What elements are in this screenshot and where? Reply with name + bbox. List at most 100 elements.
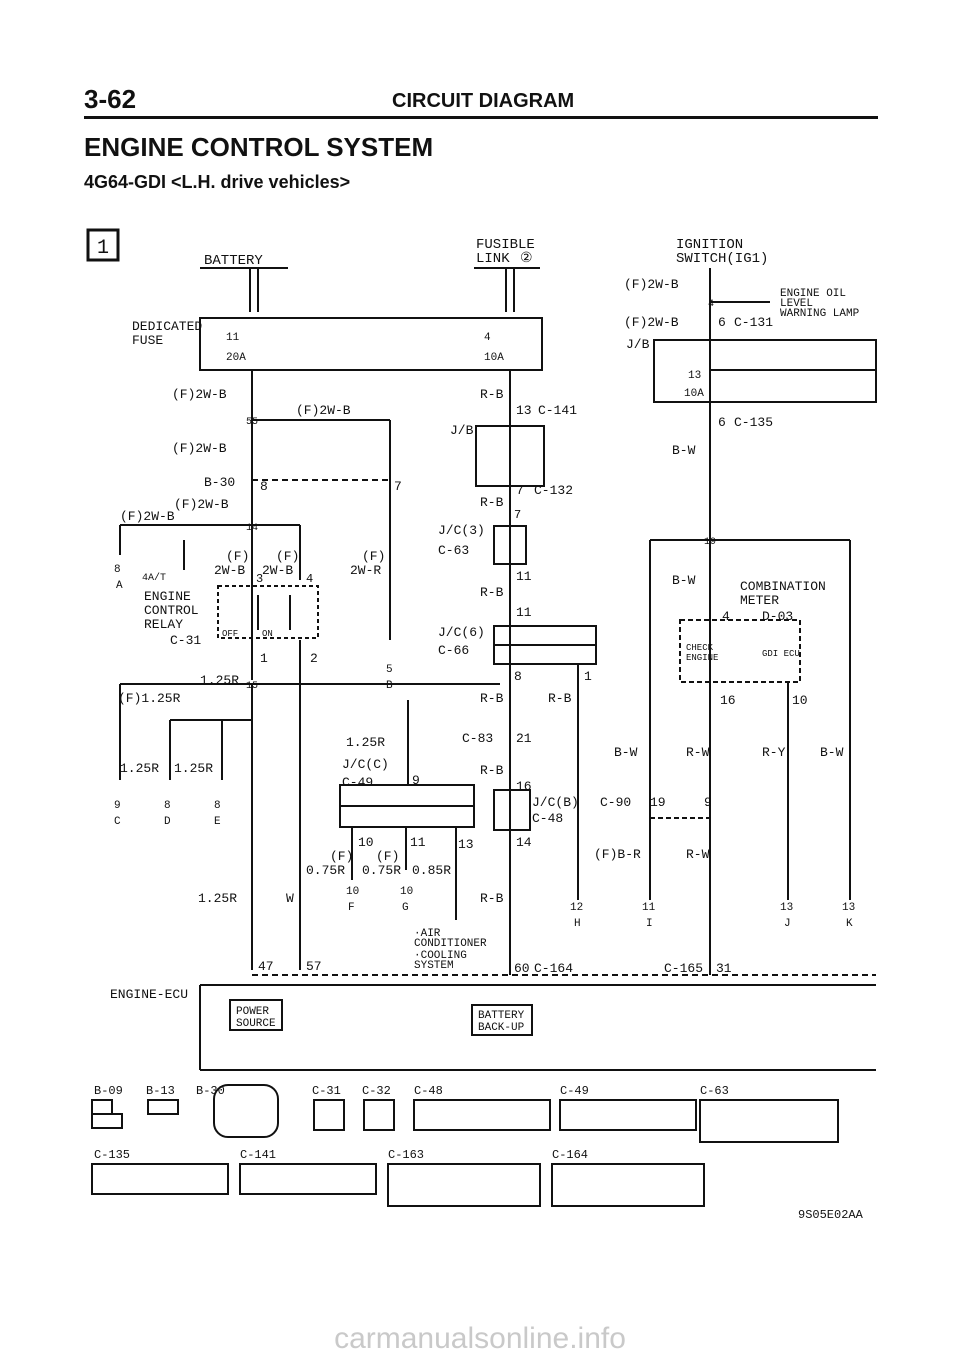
wire-bw-4: B-W <box>820 745 844 760</box>
connector-c165: C-165 <box>664 961 703 976</box>
section-subtitle: 4G64-GDI <L.H. drive vehicles> <box>84 172 351 192</box>
ref-8a: 8 <box>114 564 121 576</box>
ref-k: K <box>846 918 853 930</box>
connector-d03: D-03 <box>762 609 793 624</box>
wire-ry: R-Y <box>762 745 786 760</box>
pin-14: 14 <box>516 835 532 850</box>
fuse-13-amp: 10A <box>684 388 704 400</box>
pin-16: 16 <box>516 779 532 794</box>
label-fusible-2: LINK <box>476 251 510 267</box>
wire-125r: 1.25R <box>200 673 239 688</box>
fuse-13: 13 <box>688 370 701 382</box>
label-ignition-2: SWITCH(IG1) <box>676 251 768 267</box>
connector-c164: C-164 <box>534 961 573 976</box>
pin-9b: 9 <box>704 795 712 810</box>
junction-jc3: J/C(3) <box>438 523 485 538</box>
conn-view-c135: C-135 <box>94 1148 130 1162</box>
junction-55: 55 <box>246 417 258 428</box>
page-number: 3-62 <box>84 84 137 114</box>
wire-125r-c: 1.25R <box>120 761 159 776</box>
conn-view-b13: B-13 <box>146 1084 175 1098</box>
wire-f075a2: 0.75R <box>306 863 345 878</box>
label-engine-ecu: ENGINE-ECU <box>110 987 188 1002</box>
connector-c63: C-63 <box>438 543 469 558</box>
junction-15: 15 <box>246 681 258 692</box>
pin-31: 31 <box>716 961 732 976</box>
ref-d: D <box>164 816 171 828</box>
label-fusible-circle: ② <box>520 251 533 267</box>
wire-f-b2: 2W-B <box>262 563 293 578</box>
wire-085r: 0.85R <box>412 863 451 878</box>
wire-f125r: (F)1.25R <box>118 691 181 706</box>
conn-view-b30: B-30 <box>196 1084 225 1098</box>
ac-3: ·COOLING <box>414 950 467 962</box>
figure-code: 9S05E02AA <box>798 1208 864 1222</box>
connector-c31: C-31 <box>170 633 201 648</box>
fuse-4-amp: 10A <box>484 352 504 364</box>
pin-60: 60 <box>514 961 530 976</box>
wire-f075a: (F) <box>330 849 353 864</box>
wire-f075b2: 0.75R <box>362 863 401 878</box>
connector-c132: C-132 <box>534 483 573 498</box>
junction-jcb: J/C(B) <box>532 795 579 810</box>
ref-9: 9 <box>114 800 121 812</box>
wire-rb-7: R-B <box>480 891 504 906</box>
pin-6b: 6 <box>718 415 726 430</box>
page-title: CIRCUIT DIAGRAM <box>392 90 575 112</box>
label-oil-1: ENGINE OIL <box>780 288 846 300</box>
relay-4a: 4A/T <box>142 572 166 584</box>
conn-view-c63: C-63 <box>700 1084 729 1098</box>
ref-i: I <box>646 918 653 930</box>
relay-off: OFF <box>222 629 238 639</box>
conn-view-c49: C-49 <box>560 1084 589 1098</box>
wire-ig-f2wb1: (F)2W-B <box>624 277 679 292</box>
wire-rb-6: R-B <box>480 763 504 778</box>
check-engine-2: ENGINE <box>686 653 718 663</box>
junction-jcc: J/C(C) <box>342 757 389 772</box>
conn-view-c32: C-32 <box>362 1084 391 1098</box>
pin-2: 2 <box>310 651 318 666</box>
wire-rb-4: R-B <box>480 691 504 706</box>
pin-16b: 16 <box>720 693 736 708</box>
backup-2: BACK-UP <box>478 1022 525 1034</box>
section-title: ENGINE CONTROL SYSTEM <box>84 132 434 162</box>
connector-c135: C-135 <box>734 415 773 430</box>
junction-jc6: J/C(6) <box>438 625 485 640</box>
wire-f-a2: 2W-B <box>214 563 245 578</box>
label-relay-2: CONTROL <box>144 603 199 618</box>
pin-10: 10 <box>358 835 374 850</box>
pin-1b: 1 <box>584 669 592 684</box>
label-oil-3: WARNING LAMP <box>780 308 860 320</box>
ref-12: 12 <box>570 902 583 914</box>
fuse-11: 11 <box>226 332 240 344</box>
pin-19: 19 <box>650 795 666 810</box>
wire-bw-1: B-W <box>672 443 696 458</box>
pin-7b: 7 <box>516 483 524 498</box>
pin-1: 1 <box>260 651 268 666</box>
pin-47: 47 <box>258 959 274 974</box>
ref-8e: 8 <box>214 800 221 812</box>
watermark: carmanualsonline.info <box>334 1322 626 1355</box>
wire-125r-b: 1.25R <box>346 735 385 750</box>
label-battery: BATTERY <box>204 253 263 269</box>
fuse-11-amp: 20A <box>226 352 246 364</box>
ref-10f: 10 <box>346 886 359 898</box>
ref-10g: 10 <box>400 886 413 898</box>
ref-8d: 8 <box>164 800 171 812</box>
label-oil-2: LEVEL <box>780 298 813 310</box>
gdi-ecu: GDI ECU <box>762 649 800 659</box>
ac-4: SYSTEM <box>414 960 454 972</box>
wire-125r-d: 1.25R <box>174 761 213 776</box>
label-dedicated-2: FUSE <box>132 333 163 348</box>
pin-4b: 4 <box>722 609 730 624</box>
pin-7: 7 <box>394 479 402 494</box>
pin-4c: 4 <box>708 299 714 310</box>
junction-19: 19 <box>704 537 716 548</box>
pin-8b: 8 <box>514 669 522 684</box>
label-fusible-1: FUSIBLE <box>476 237 535 253</box>
wire-f2wb-5: (F)2W-B <box>120 509 175 524</box>
ref-13j: 13 <box>780 902 793 914</box>
ref-f: F <box>348 902 355 914</box>
conn-view-c31: C-31 <box>312 1084 341 1098</box>
